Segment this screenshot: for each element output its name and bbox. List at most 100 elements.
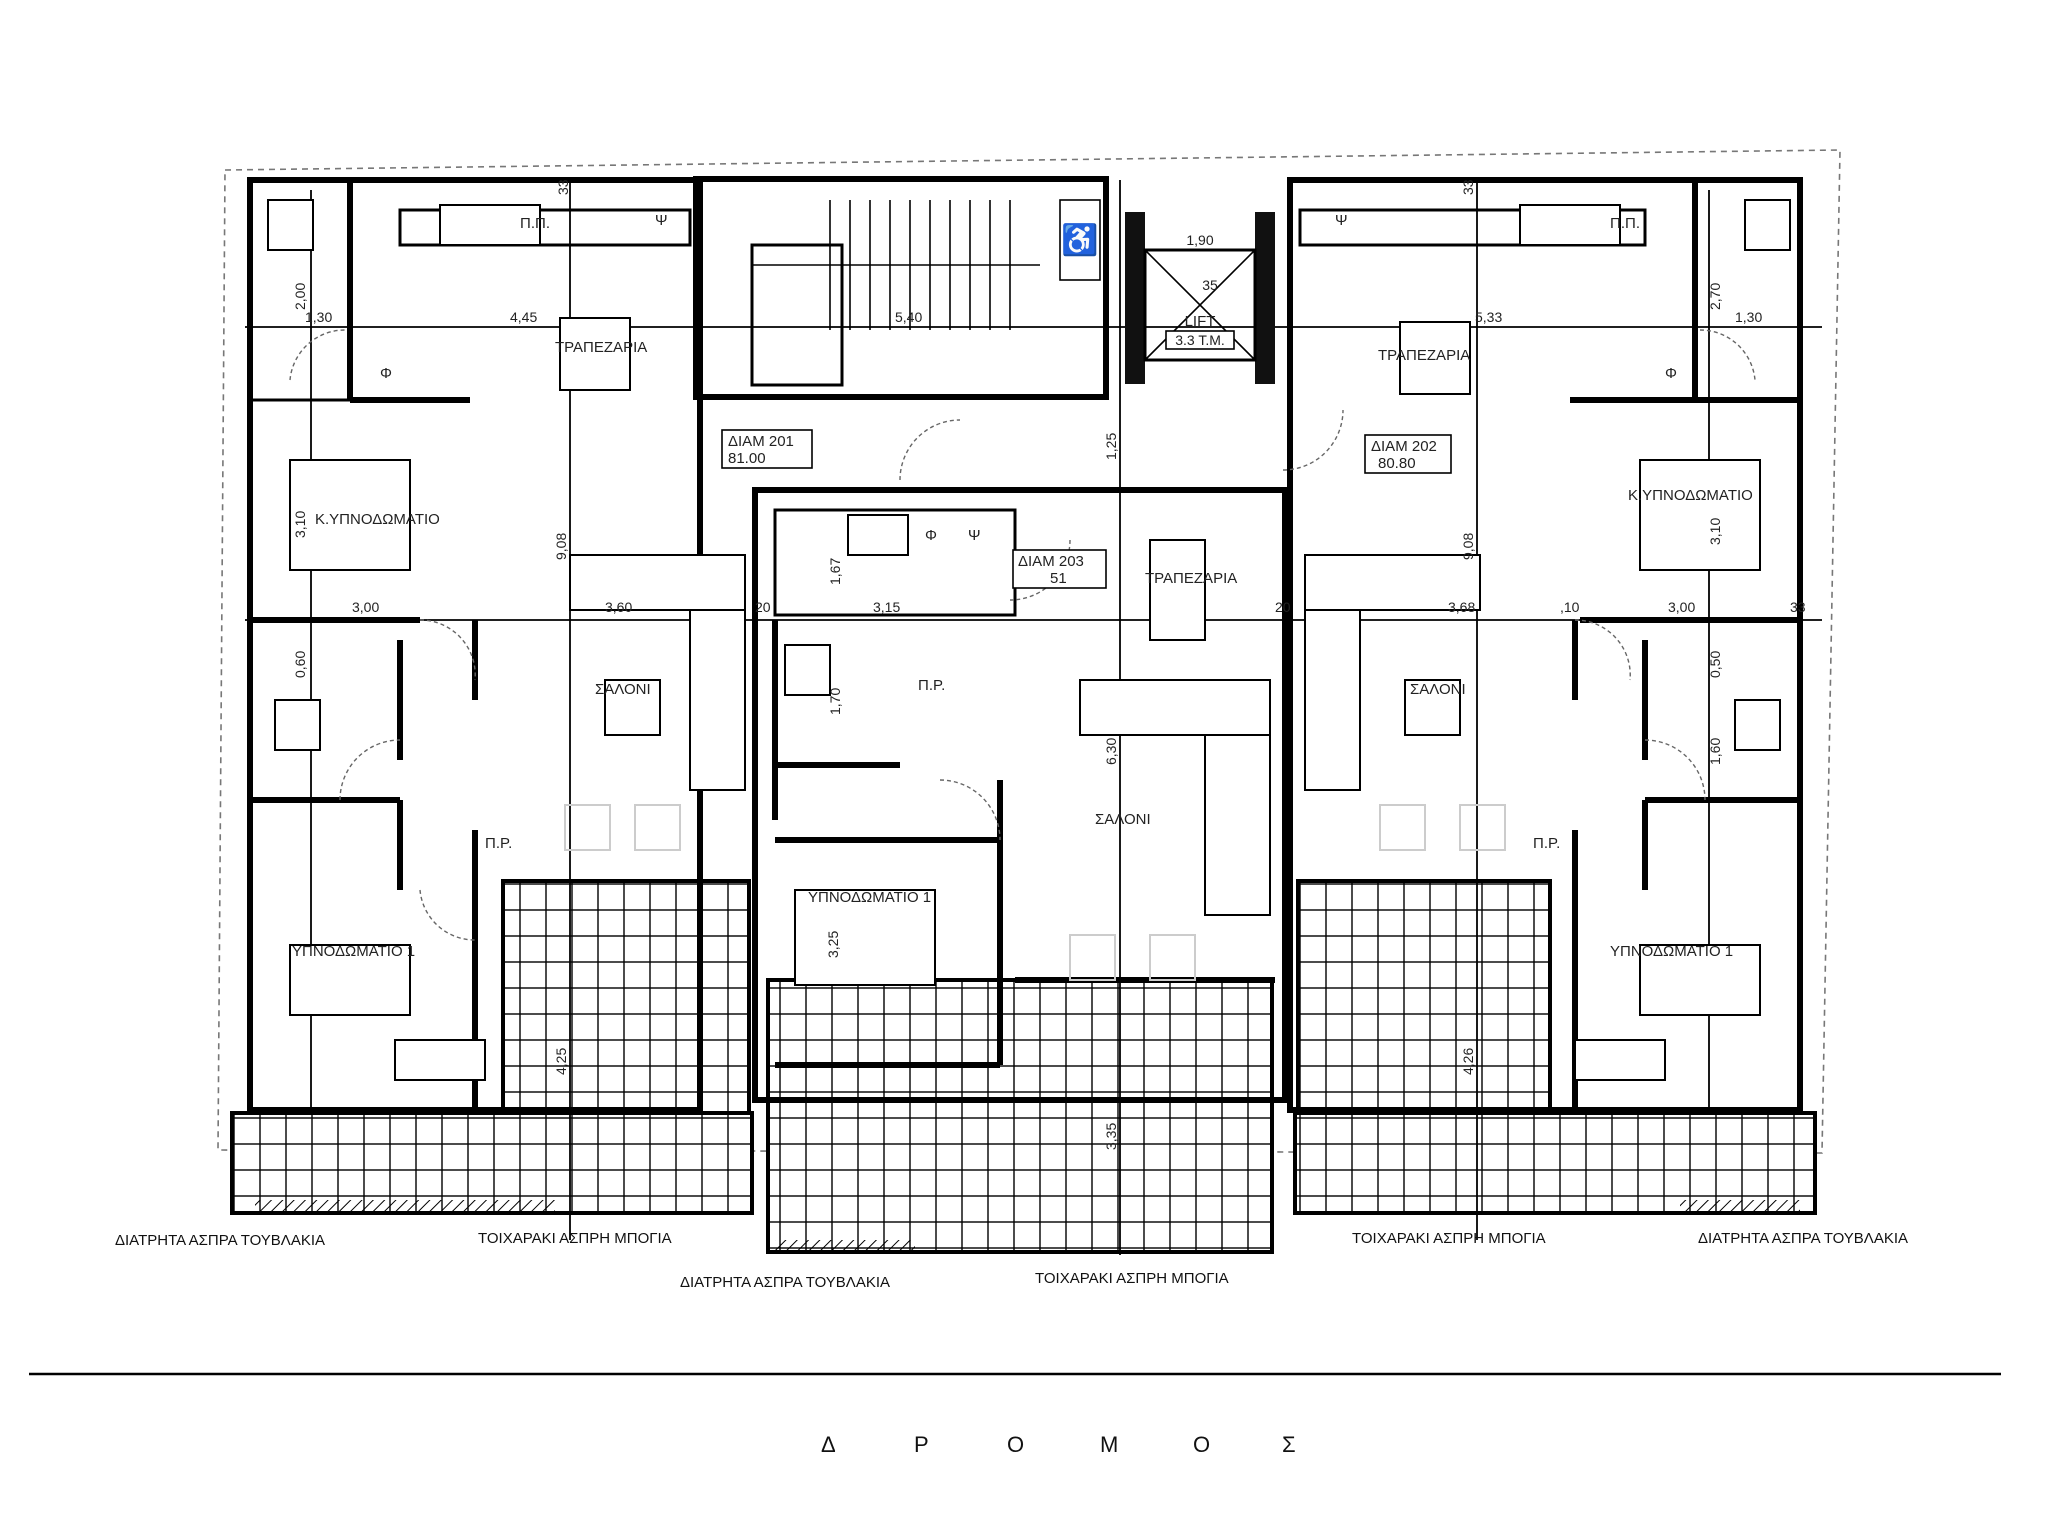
- shower-center: [784, 644, 831, 696]
- room-dining-right: ΤΡΑΠΕΖΑΡΙΑ: [1378, 347, 1470, 364]
- apartment-203-walls: [752, 487, 1288, 1103]
- oven-symbol-left: Φ: [380, 365, 392, 382]
- note-perforated-center: ΔΙΑΤΡΗΤΑ ΑΣΠΡΑ ΤΟΥΒΛΑΚΙΑ: [680, 1274, 890, 1291]
- terrace-left: [230, 1111, 754, 1215]
- fridge-right: Π.Π.: [1610, 215, 1640, 232]
- lift-capacity: 3.3 Τ.Μ.: [1175, 332, 1225, 348]
- road-letter: Δ: [821, 1432, 836, 1457]
- bed-left: [289, 459, 411, 571]
- dim: 3,60: [605, 599, 632, 615]
- dim: ,10: [1560, 599, 1580, 615]
- dim: 2,70: [1707, 283, 1723, 310]
- dining-table-left: [559, 317, 631, 391]
- perforated-bricks-left: [255, 1200, 555, 1212]
- apartment-202-area: 80.80: [1378, 455, 1416, 472]
- apartment-203-area: 51: [1050, 570, 1067, 587]
- bed1-left: [289, 944, 411, 1016]
- accessibility-sign: [1059, 199, 1101, 281]
- freezer-symbol-left: Ψ: [655, 212, 668, 229]
- dim: 4,26: [1460, 1048, 1476, 1075]
- dim: 3,15: [873, 599, 900, 615]
- dim: 3,35: [1103, 1123, 1119, 1150]
- apartment-labels: ΔΙΑΜ 201 81.00 ΔΙΑΜ 202 80.80 ΔΙΑΜ 203 5…: [721, 429, 1452, 589]
- perforated-bricks-center: [775, 1240, 915, 1252]
- room-living-left: ΣΑΛΟΝΙ: [595, 681, 651, 698]
- room-living-center: ΣΑΛΟΝΙ: [1095, 811, 1151, 828]
- shower-left: [267, 199, 314, 251]
- room-labels: ΤΡΑΠΕΖΑΡΙΑ ΤΡΑΠΕΖΑΡΙΑ ΤΡΑΠΕΖΑΡΙΑ Κ.ΥΠΝΟΔ…: [292, 212, 1753, 960]
- room-bedroom1-left: ΥΠΝΟΔΩΜΑΤΙΟ 1: [292, 943, 415, 960]
- dim: 1,30: [1735, 309, 1762, 325]
- wheelchair-icon: ♿: [1061, 222, 1098, 257]
- bed-right: [1639, 459, 1761, 571]
- dim: 20: [755, 599, 771, 615]
- sofa-left-top: [569, 554, 746, 611]
- freezer-symbol-center: Ψ: [968, 527, 981, 544]
- bed1-center: [794, 889, 936, 986]
- desk-right: [1574, 1039, 1666, 1081]
- lift-depth: 35: [1202, 277, 1218, 293]
- note-wall-center: ΤΟΙΧΑΡΑΚΙ ΑΣΠΡΗ ΜΠΟΓΙΑ: [1035, 1270, 1229, 1287]
- room-master-left: Κ.ΥΠΝΟΔΩΜΑΤΙΟ: [315, 511, 440, 528]
- note-perforated-right: ΔΙΑΤΡΗΤΑ ΑΣΠΡΑ ΤΟΥΒΛΑΚΙΑ: [1698, 1230, 1908, 1247]
- tv-right: [1404, 679, 1461, 736]
- furniture: [267, 199, 1791, 1081]
- note-wall-right: ΤΟΙΧΑΡΑΚΙ ΑΣΠΡΗ ΜΠΟΓΙΑ: [1352, 1230, 1546, 1247]
- oven-symbol-right: Φ: [1665, 365, 1677, 382]
- desk-left: [394, 1039, 486, 1081]
- road-letter: Ο: [1193, 1432, 1210, 1457]
- apartment-201-id: ΔΙΑΜ 201: [728, 433, 794, 450]
- balconies: [230, 879, 1817, 1254]
- dim: 3,68: [1448, 599, 1475, 615]
- road-label: Δ Ρ Ο Μ Ο Σ: [821, 1432, 1296, 1457]
- road-letter: Ρ: [914, 1432, 929, 1457]
- dim: 9,08: [1460, 533, 1476, 560]
- sink-right: [1519, 204, 1621, 246]
- dim: 1,30: [305, 309, 332, 325]
- apartment-202-id: ΔΙΑΜ 202: [1371, 438, 1437, 455]
- room-bedroom1-center: ΥΠΝΟΔΩΜΑΤΙΟ 1: [808, 889, 931, 906]
- oven-symbol-center: Φ: [925, 527, 937, 544]
- apartment-203-id: ΔΙΑΜ 203: [1018, 553, 1084, 570]
- dim: 1,67: [827, 558, 843, 585]
- dim: 1,60: [1707, 738, 1723, 765]
- room-bedroom1-right: ΥΠΝΟΔΩΜΑΤΙΟ 1: [1610, 943, 1733, 960]
- freezer-symbol-right: Ψ: [1335, 212, 1348, 229]
- room-laundry-right: Π.Ρ.: [1533, 835, 1560, 852]
- dim: 3,25: [825, 931, 841, 958]
- sofa-right-side: [1304, 609, 1361, 791]
- dim: 6,30: [1103, 738, 1119, 765]
- dim: 4,25: [553, 1048, 569, 1075]
- dim: 33: [1790, 599, 1806, 615]
- room-master-right: Κ.ΥΠΝΟΔΩΜΑΤΙΟ: [1628, 487, 1753, 504]
- road-letter: Ο: [1007, 1432, 1024, 1457]
- shower-right-2: [1734, 699, 1781, 751]
- road-letter: Σ: [1282, 1432, 1296, 1457]
- dim: 4,45: [510, 309, 537, 325]
- room-dining-left: ΤΡΑΠΕΖΑΡΙΑ: [555, 339, 647, 356]
- dim: 0,50: [1707, 651, 1723, 678]
- dim: 1,70: [827, 688, 843, 715]
- note-perforated-left: ΔΙΑΤΡΗΤΑ ΑΣΠΡΑ ΤΟΥΒΛΑΚΙΑ: [115, 1232, 325, 1249]
- dining-table-right: [1399, 321, 1471, 395]
- room-laundry-left: Π.Ρ.: [485, 835, 512, 852]
- balcony-center: [766, 978, 1274, 1254]
- bed1-right: [1639, 944, 1761, 1016]
- dim: 33: [555, 179, 571, 195]
- room-living-right: ΣΑΛΟΝΙ: [1410, 681, 1466, 698]
- dim: 20: [1275, 599, 1291, 615]
- lift: 1,90 35 LIFT 3.3 Τ.Μ.: [1125, 212, 1275, 384]
- dim: 3,00: [352, 599, 379, 615]
- terrace-right: [1293, 1111, 1817, 1215]
- sofa-center-side: [1204, 734, 1271, 916]
- apartment-202-walls: [1287, 177, 1803, 1113]
- shower-right: [1744, 199, 1791, 251]
- staircase: ♿: [693, 176, 1109, 400]
- dim: 0,60: [292, 651, 308, 678]
- dim: 9,08: [553, 533, 569, 560]
- sofa-right-top: [1304, 554, 1481, 611]
- apartment-201-area: 81.00: [728, 450, 766, 467]
- dim: 33: [1460, 179, 1476, 195]
- dim: 5,40: [895, 309, 922, 325]
- lift-label: LIFT: [1185, 313, 1216, 330]
